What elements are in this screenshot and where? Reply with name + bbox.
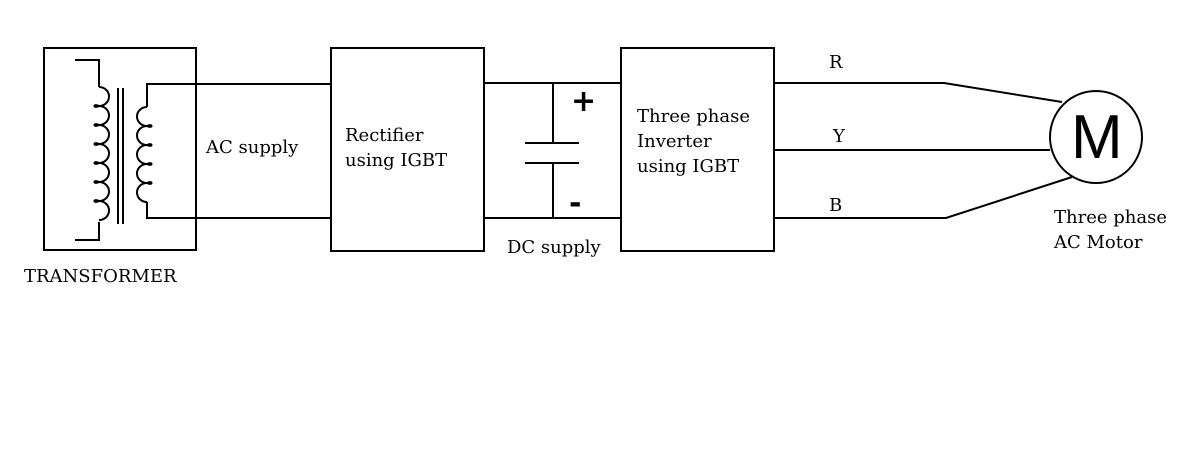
transformer-primary-top-lead <box>75 59 100 87</box>
transformer-label: TRANSFORMER <box>24 266 177 287</box>
rectifier-label-line1: Rectifier <box>345 125 424 146</box>
transformer-box <box>43 47 197 251</box>
rectifier-label-line2: using IGBT <box>345 150 448 171</box>
dc-positive-symbol: + <box>571 84 597 119</box>
rectifier-box <box>330 47 485 252</box>
dc-supply-label: DC supply <box>507 237 601 258</box>
phase-b-line <box>774 176 1073 219</box>
phase-r-line <box>774 82 1063 103</box>
transformer-primary-coil <box>93 86 110 221</box>
phase-b-label: B <box>829 195 843 216</box>
transformer-secondary-bottom-lead <box>146 202 331 219</box>
motor-label-line2: AC Motor <box>1054 232 1143 253</box>
transformer-secondary-coil <box>136 106 153 203</box>
phase-y-label: Y <box>833 126 845 147</box>
motor-circle <box>1049 90 1143 184</box>
inverter-label-line1: Three phase <box>637 106 750 127</box>
transformer-primary-bottom-lead <box>75 222 100 241</box>
motor-label-line1: Three phase <box>1054 207 1167 228</box>
inverter-label-line2: Inverter <box>637 131 712 152</box>
dc-negative-symbol: - <box>569 186 582 221</box>
inverter-label-line3: using IGBT <box>637 156 740 177</box>
ac-supply-label: AC supply <box>206 137 299 158</box>
phase-r-label: R <box>829 52 843 73</box>
motor-symbol: M <box>1071 103 1123 172</box>
transformer-secondary-top-lead <box>146 83 331 107</box>
